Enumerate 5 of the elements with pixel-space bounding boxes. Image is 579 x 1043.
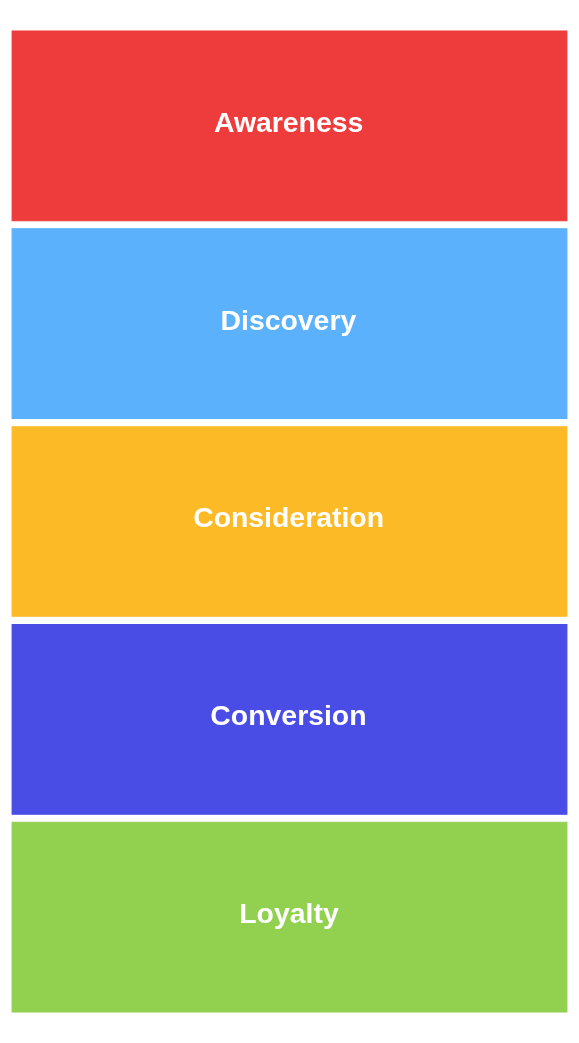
node-box: Conversion bbox=[11, 623, 568, 815]
node-box: Awareness bbox=[11, 30, 568, 222]
node-box: Loyalty bbox=[11, 821, 568, 1013]
node-box: Discovery bbox=[11, 228, 568, 420]
node-box: Consideration bbox=[11, 426, 568, 617]
